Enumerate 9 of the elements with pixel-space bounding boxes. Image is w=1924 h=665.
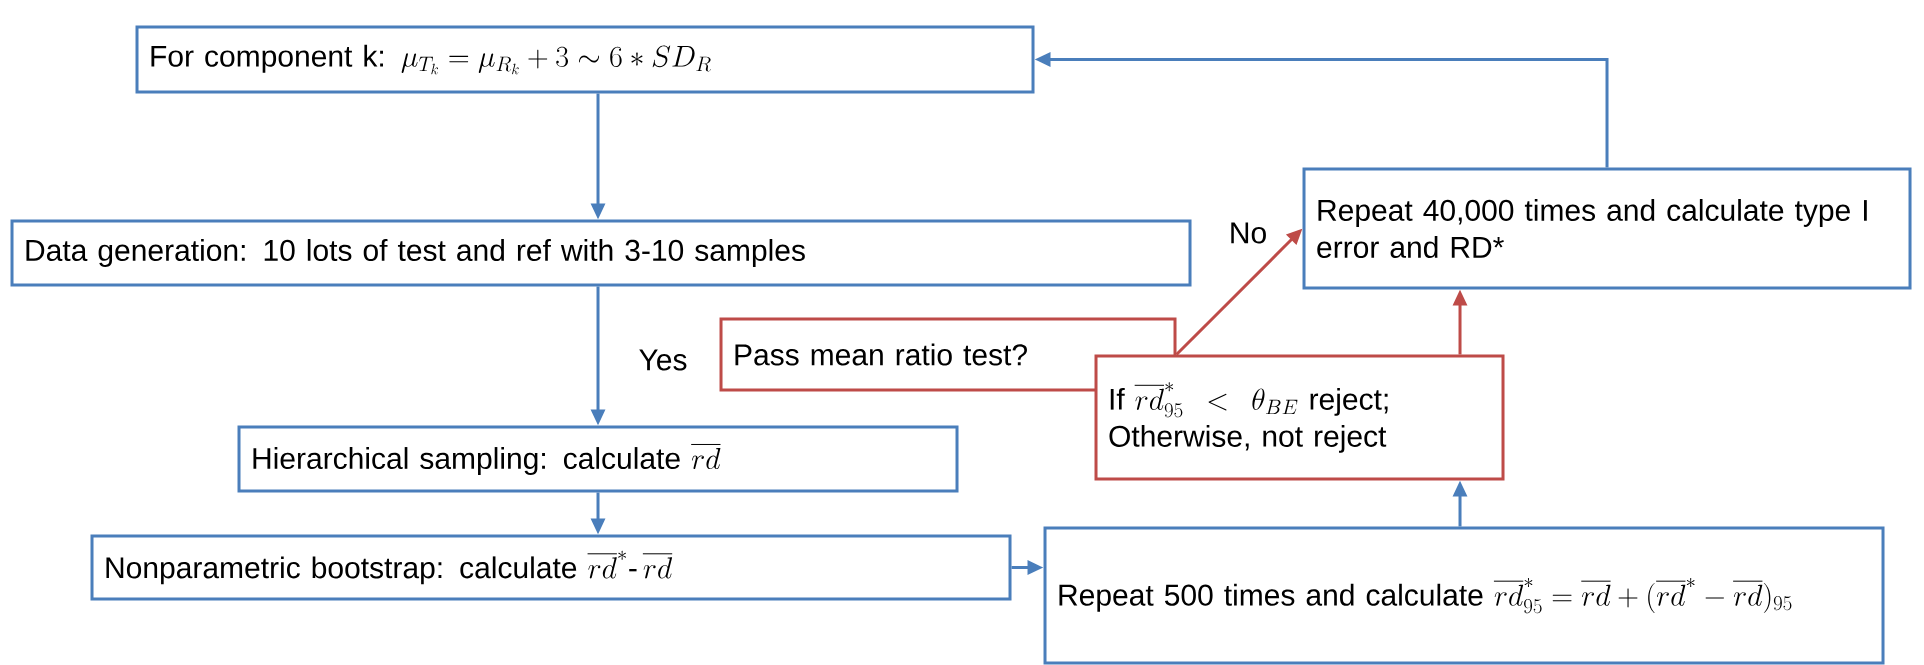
process-box: Nonparametric bootstrap: calculate $\overline{rd}^{*}\text{-}\,\overline{rd}$ — [90, 534, 1012, 601]
edge-label: Yes — [636, 347, 690, 373]
process-box: Data generation: 10 lots of test and ref with 3-10 samples — [10, 219, 1192, 287]
process-box: For component k: $\mu_{T_k} = \mu_{R_k} + 3\sim 6*SD_R$ — [135, 25, 1035, 94]
edge-label: No — [1226, 220, 1270, 246]
process-box: Hierarchical sampling: calculate $\overline{rd}$ — [237, 425, 959, 493]
condition-box: If $\overline{rd}^{*}_{95} < \theta_{BE}$ reject; Otherwise, not reject — [1094, 354, 1505, 481]
process-box: Repeat 40,000 times and calculate type I error and RD* — [1302, 167, 1912, 290]
process-box: Repeat 500 times and calculate $\overline{rd}^{*}_{95} = \overline{rd} + (\overline{rd}^{*} - \overline{rd})_{95}$ — [1043, 526, 1885, 665]
